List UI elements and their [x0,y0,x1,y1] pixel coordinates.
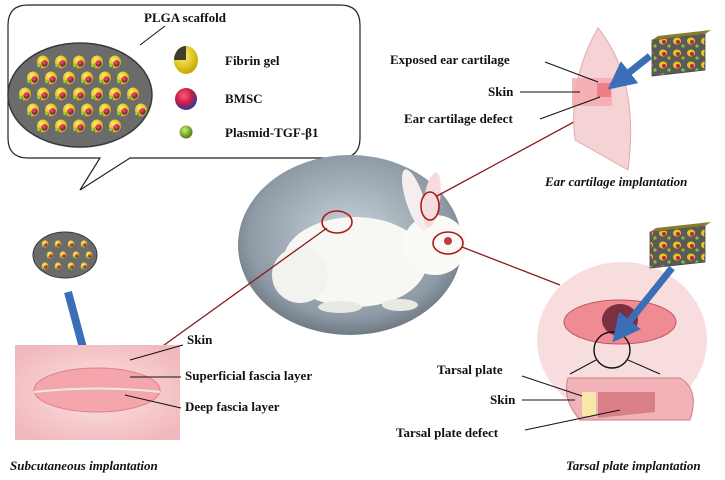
eye-connector-line [461,246,561,286]
ear-scaffold-block [651,30,711,77]
rabbit-photo [238,155,467,335]
legend-label-bmsc: BMSC [225,91,263,106]
back-connector-line [159,227,328,349]
bmsc-icon [175,88,197,110]
subcutaneous-label-deep: Deep fascia layer [185,399,280,414]
tarsal-insert-arrow [612,265,675,343]
subcutaneous-panel: Skin Superficial fascia layer Deep fasci… [10,231,312,473]
tarsal-zoom-line-right [627,359,661,375]
subcutaneous-scaffold-icon [32,231,98,279]
tarsal-leader-plate [521,375,583,397]
tarsal-scaffold-block [649,222,711,269]
tarsal-panel: Tarsal plate Skin Tarsal plate defect Ta… [396,222,711,473]
rabbit-icon [272,169,467,313]
legend-title: PLGA scaffold [144,10,227,25]
tarsal-label-defect: Tarsal plate defect [396,425,499,440]
subcutaneous-leader-skin [129,344,184,361]
tarsal-label-plate: Tarsal plate [437,362,503,377]
tarsal-plate-block [582,392,596,416]
legend-item-bmsc: BMSC [175,88,263,110]
ear-site-marker [420,191,440,221]
ear-label-skin: Skin [488,84,514,99]
legend-item-fibrin: Fibrin gel [174,46,280,74]
legend-label-fibrin: Fibrin gel [225,53,280,68]
ear-label-exposed-cartilage: Exposed ear cartilage [390,52,510,67]
ear-implantation-panel: Exposed ear cartilage Skin Ear cartilage… [390,27,711,189]
ear-leader-defect [539,96,601,120]
subcutaneous-label-skin: Skin [187,332,213,347]
tarsal-zoom-circle [593,331,631,369]
ear-defect-block [597,83,611,97]
legend-title-leader [139,25,166,46]
legend-item-plasmid: Plasmid-TGF-β1 [179,125,319,140]
tarsal-leader-defect [524,409,621,431]
back-site-marker [321,210,353,234]
ear-leader-exposed [544,61,599,83]
tarsal-zoom-line-left [569,359,597,375]
deep-fascia-line [33,387,161,393]
ear-insert-arrow [607,53,653,90]
ear-connector-line [436,109,597,197]
tarsal-zoom-detail [566,377,694,421]
subcutaneous-label-superficial: Superficial fascia layer [185,368,312,383]
legend-label-plasmid: Plasmid-TGF-β1 [225,125,319,140]
tarsal-label-skin: Skin [490,392,516,407]
scaffold-cross-section-icon [7,42,153,148]
eye-site-marker [432,231,464,255]
tarsal-caption: Tarsal plate implantation [566,458,701,473]
ear-caption: Ear cartilage implantation [544,174,687,189]
subcutaneous-caption: Subcutaneous implantation [10,458,158,473]
subcutaneous-leader-deep [124,394,182,409]
legend-callout: PLGA scaffold Fibrin gel BMSC Plasmid-TG… [7,4,361,191]
plasmid-icon [179,125,193,139]
superficial-fascia-shape [33,367,161,413]
ear-label-defect: Ear cartilage defect [404,111,513,126]
